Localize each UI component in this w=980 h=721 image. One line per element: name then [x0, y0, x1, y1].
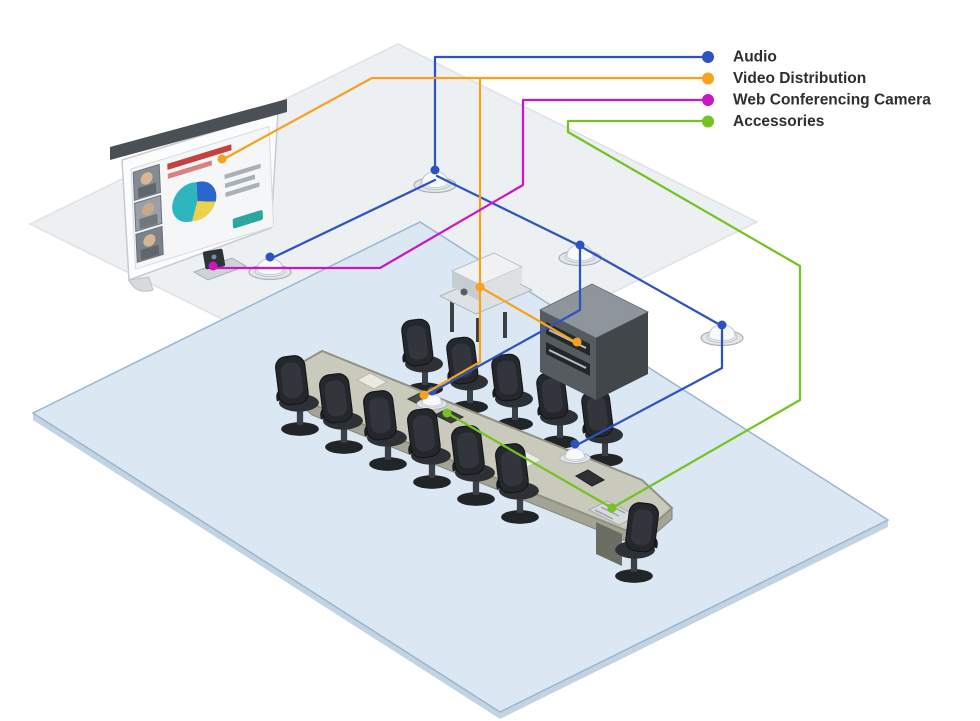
video-connection-dots [217, 154, 582, 400]
slide-content [167, 144, 263, 229]
audio-cables [268, 55, 724, 448]
camera-lens-icon [211, 254, 217, 260]
legend-dot-accessories [702, 115, 714, 128]
accessories-connection-dots [442, 408, 617, 513]
legend-item-audio: Audio [702, 49, 777, 66]
table-support [596, 522, 622, 566]
rack-side [596, 312, 648, 400]
equipment-rack [538, 283, 650, 400]
pie-chart [172, 181, 217, 223]
projector-stand-legs [450, 300, 507, 342]
legend-item-web-conferencing-camera: Web Conferencing Camera [702, 92, 931, 109]
legend: Audio Video Distribution Web Conferencin… [702, 49, 931, 130]
table-tray [355, 372, 389, 390]
camera-connection-dots [208, 261, 218, 271]
legend-dot-camera [702, 94, 714, 106]
accessories-cables [445, 119, 802, 510]
screen-content [130, 125, 275, 270]
video-cables [220, 76, 709, 396]
legend-label-accessories: Accessories [733, 113, 824, 130]
screen-roller-bar [110, 99, 287, 160]
legend-label-video: Video Distribution [733, 70, 866, 87]
legend-dot-video [702, 72, 714, 85]
projector-lens-icon [460, 288, 468, 296]
legend-item-accessories: Accessories [702, 113, 824, 130]
touch-panel [574, 469, 606, 487]
projector [438, 252, 534, 342]
legend-dot-audio [702, 51, 714, 63]
projection-screen [110, 99, 287, 292]
legend-label-camera: Web Conferencing Camera [733, 92, 931, 109]
screen-curl [128, 276, 154, 292]
legend-label-audio: Audio [733, 49, 777, 66]
legend-item-video-distribution: Video Distribution [702, 70, 866, 87]
projector-body-front [452, 271, 480, 301]
audio-connection-dots [265, 165, 727, 449]
camera-cables [214, 98, 709, 270]
video-thumbnails [132, 163, 164, 264]
